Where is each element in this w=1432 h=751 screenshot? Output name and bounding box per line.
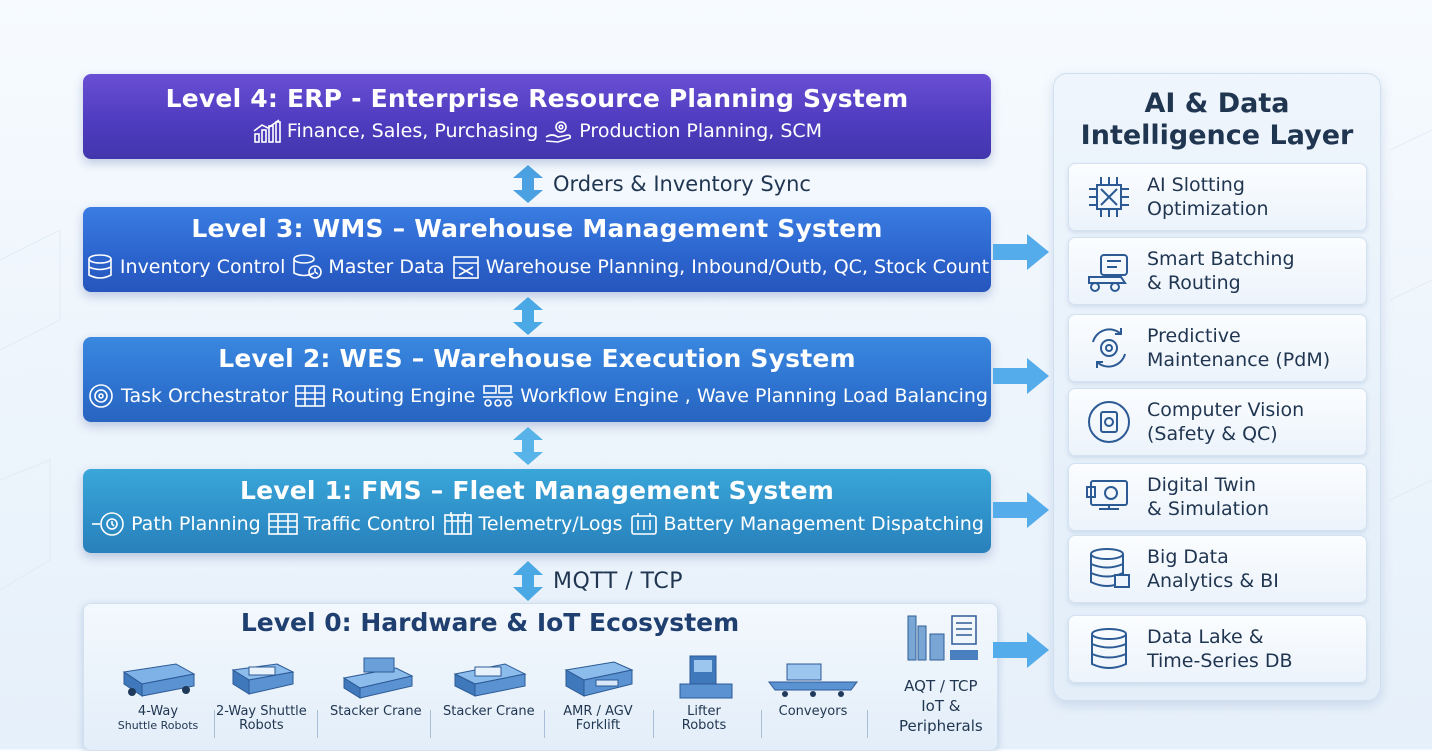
path-planning-icon [92,512,124,536]
level-3-title: Level 3: WMS – Warehouse Management Syst… [191,214,883,243]
connector-label-orders: Orders & Inventory Sync [553,172,811,196]
ai-card-big-data: Big Data Analytics & BI [1068,535,1367,603]
device-stacker-crane-2: Stacker Crane [443,654,535,719]
connector-label-mqtt: MQTT / TCP [553,568,683,594]
connector-l3-l2 [511,297,545,335]
battery-icon [630,513,657,535]
double-arrow-icon [513,427,543,465]
level-4-item-production: Production Planning, SCM [544,119,822,143]
level-4-items: Finance, Sales, Purchasing Production Pl… [83,119,991,143]
arrow-right-icon [993,632,1049,668]
device-conveyors: Conveyors [767,654,859,719]
digital-twin-icon [1086,480,1128,510]
device-separator [317,710,318,738]
ai-data-intelligence-panel: AI & Data Intelligence Layer AI Slotting… [1053,73,1381,701]
peripherals-label: AQT / TCP IoT & Peripherals [899,677,983,735]
connector-orders-inventory: Orders & Inventory Sync [511,165,811,203]
ai-card-data-lake: Data Lake & Time-Series DB [1068,615,1367,683]
batching-cart-icon [1088,254,1128,292]
level-1-item-telemetry: Telemetry/Logs [442,511,623,537]
double-arrow-icon [513,165,543,203]
level-2-wes-box: Level 2: WES – Warehouse Execution Syste… [83,337,991,422]
routing-grid-icon [295,385,326,407]
level-2-item-workflow-engine: Workflow Engine , Wave Planning Load Bal… [481,383,988,409]
ai-card-computer-vision: Computer Vision (Safety & QC) [1068,388,1367,456]
device-separator [761,710,762,738]
analytics-database-icon [1090,548,1130,588]
level-1-item-traffic-control: Traffic Control [267,511,436,537]
connector-l2-l1 [511,427,545,465]
traffic-grid-icon [267,513,298,535]
level-0-title: Level 0: Hardware & IoT Ecosystem [240,608,740,637]
ai-card-slotting: AI Slotting Optimization [1068,163,1367,231]
bar-chart-icon [253,119,281,143]
arrow-right-icon [993,358,1049,394]
device-separator [867,710,868,738]
level-3-item-warehouse-planning: Warehouse Planning, Inbound/Outb, QC, St… [451,253,989,281]
device-separator [653,710,654,738]
workflow-conveyor-icon [483,385,514,407]
amr-forklift-icon [564,661,634,697]
chip-icon [1089,177,1129,217]
double-arrow-icon [513,561,543,601]
level-1-fms-box: Level 1: FMS – Fleet Management System P… [83,469,991,553]
stacker-crane-icon [453,663,527,697]
orchestrator-gear-icon [89,384,113,408]
telemetry-calendar-icon [443,512,472,535]
stacker-crane-icon [342,657,414,699]
double-arrow-icon [513,297,543,335]
device-separator [544,710,545,738]
level-2-title: Level 2: WES – Warehouse Execution Syste… [218,344,856,373]
gear-cycle-icon [1092,328,1126,368]
master-data-icon [293,254,323,279]
planning-board-icon [452,256,479,279]
level-2-items: Task Orchestrator Routing Engine Workflo… [83,382,991,410]
arrow-right-icon [993,492,1049,528]
ai-card-batching: Smart Batching & Routing [1068,237,1367,305]
device-separator [430,710,431,738]
level-1-items: Path Planning Traffic Control Telemetry/… [83,511,991,537]
peripherals-icon [907,615,978,661]
device-separator [214,710,215,738]
level-4-erp-box: Level 4: ERP - Enterprise Resource Plann… [83,74,991,159]
level-3-item-master-data: Master Data [291,253,445,281]
conveyor-icon [768,663,858,697]
level-4-item-finance: Finance, Sales, Purchasing [252,119,538,143]
vision-icon [1088,401,1130,443]
shuttle-robot-icon [231,663,295,695]
level-1-title: Level 1: FMS – Fleet Management System [239,476,835,505]
ai-card-predictive-maintenance: Predictive Maintenance (PdM) [1068,314,1367,382]
hand-gear-icon [545,121,572,143]
level-3-item-inventory: Inventory Control [85,253,285,281]
level-3-wms-box: Level 3: WMS – Warehouse Management Syst… [83,207,991,292]
ai-panel-title: AI & Data Intelligence Layer [1080,88,1354,151]
shuttle-robot-icon [122,663,196,697]
level-4-title: Level 4: ERP - Enterprise Resource Plann… [165,84,909,113]
level-3-items: Inventory Control Master Data Warehouse … [83,253,991,281]
arrow-right-icon [993,234,1049,270]
level-2-item-task-orchestrator: Task Orchestrator [86,382,288,410]
level-2-item-routing-engine: Routing Engine [294,383,475,409]
database-icon [1091,628,1127,669]
connector-mqtt-tcp: MQTT / TCP [511,561,683,601]
ai-card-digital-twin: Digital Twin & Simulation [1068,463,1367,531]
inventory-box-icon [88,254,112,279]
lifter-robot-icon [679,655,733,699]
level-1-item-battery: Battery Management Dispatching [629,511,984,537]
device-stacker-crane-1: Stacker Crane [330,654,422,719]
level-1-item-path-planning: Path Planning [90,511,261,537]
